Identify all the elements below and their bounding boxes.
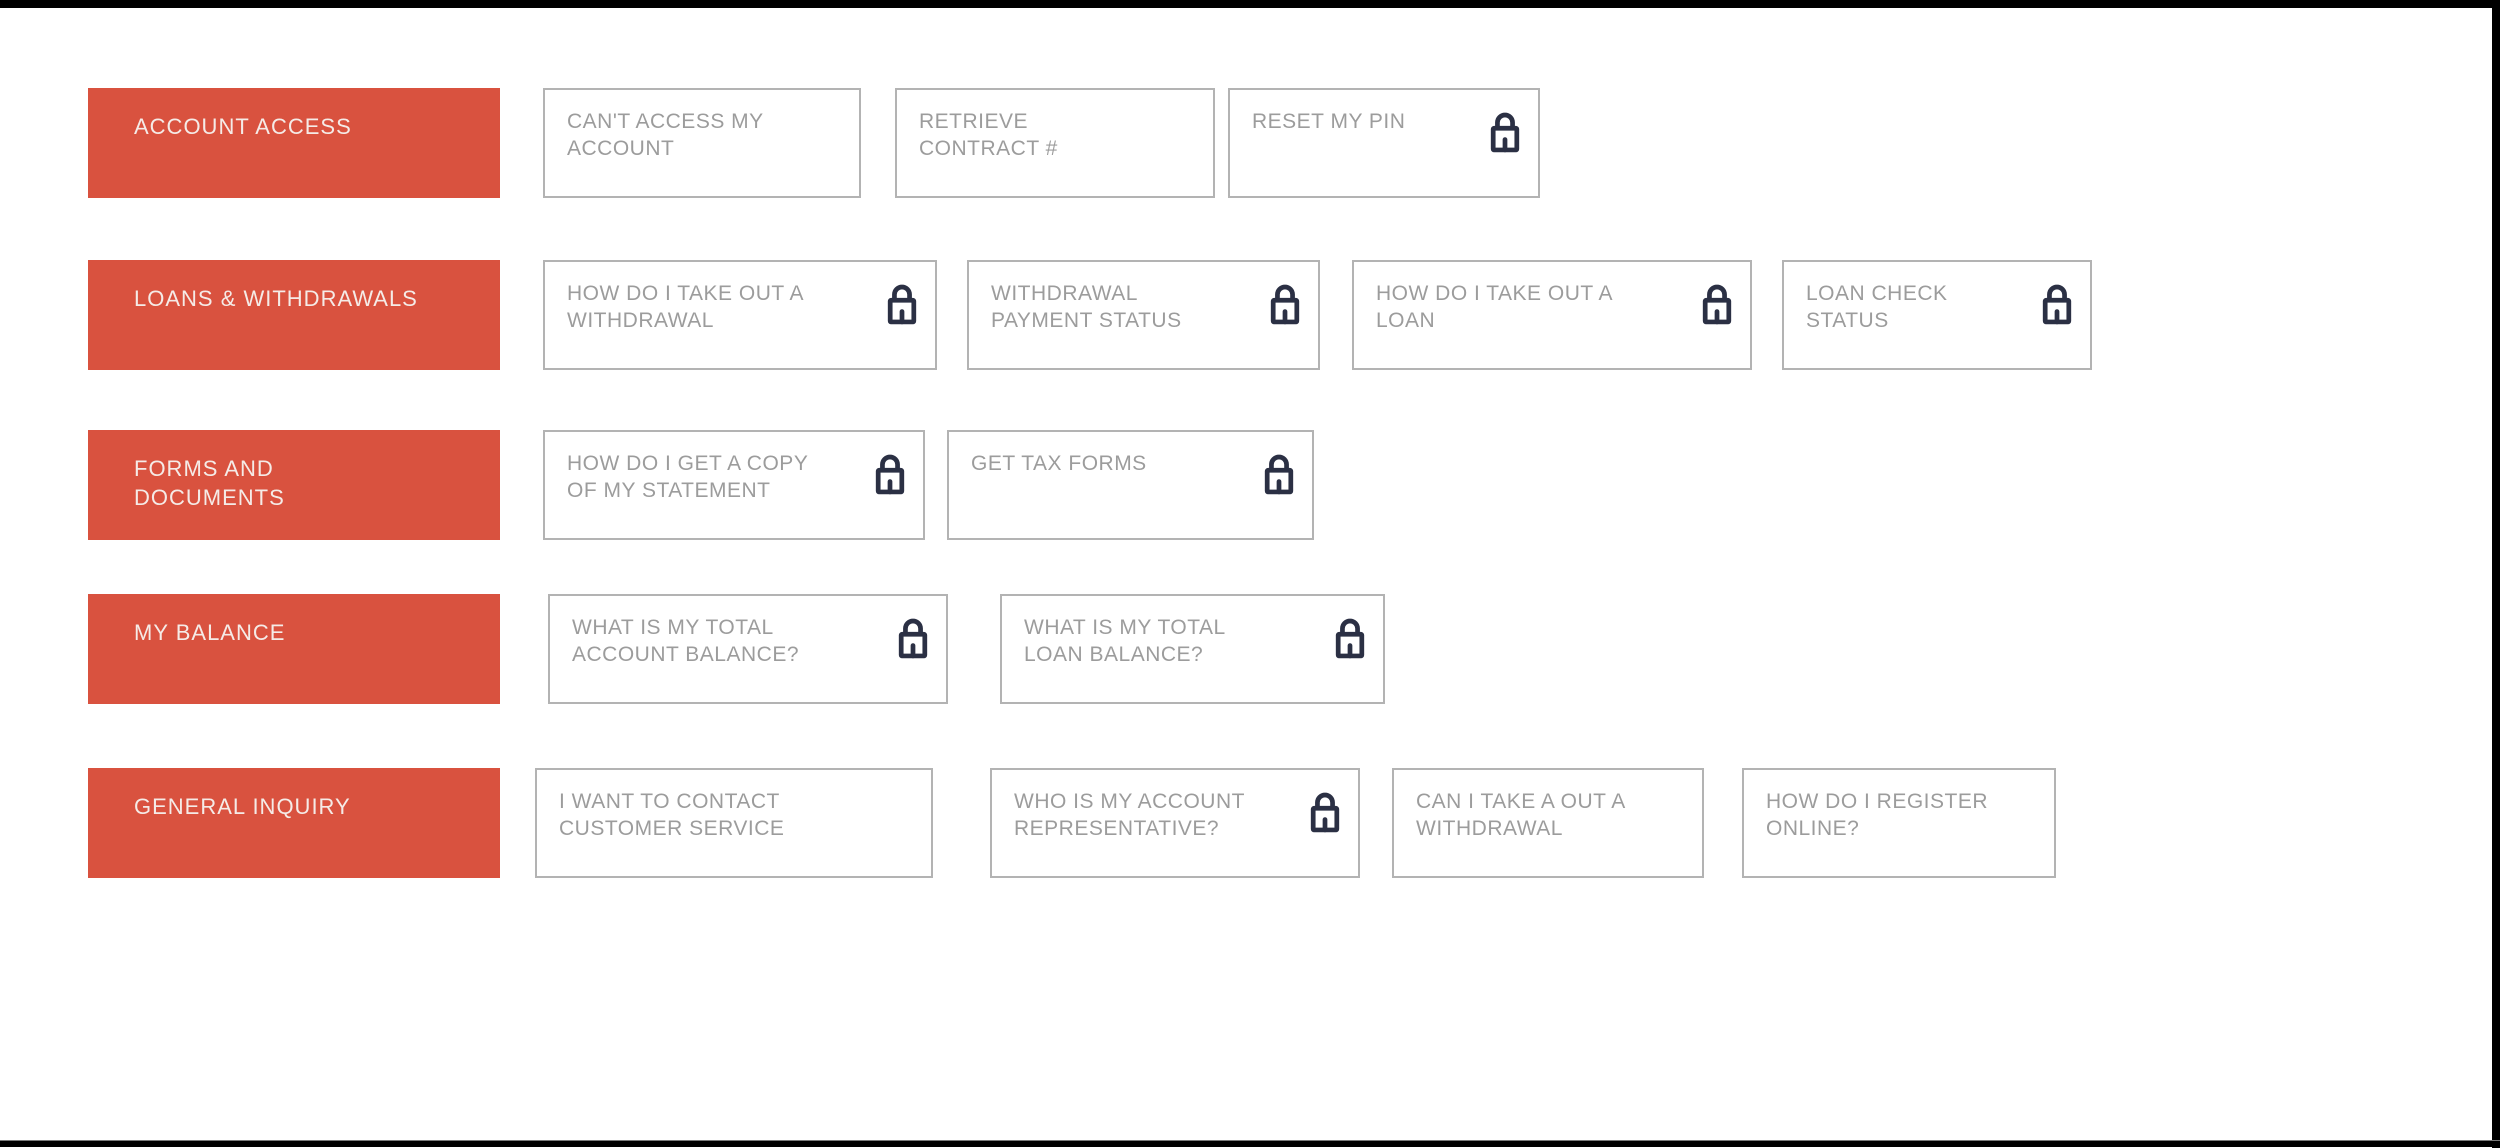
option-label: HOW DO I TAKE OUT A LOAN <box>1376 282 1614 332</box>
lock-icon <box>896 616 930 660</box>
option-label: HOW DO I TAKE OUT A WITHDRAWAL <box>567 282 805 332</box>
option-reset-my-pin[interactable]: RESET MY PIN <box>1228 88 1540 198</box>
option-label: WHAT IS MY TOTAL LOAN BALANCE? <box>1024 616 1226 666</box>
option-how-do-i-take-out-a-withdrawal[interactable]: HOW DO I TAKE OUT A WITHDRAWAL <box>543 260 937 370</box>
option-label: HOW DO I REGISTER ONLINE? <box>1766 790 1989 840</box>
option-what-is-my-total-account-balance[interactable]: WHAT IS MY TOTAL ACCOUNT BALANCE? <box>548 594 948 704</box>
option-label: CAN I TAKE A OUT A WITHDRAWAL <box>1416 790 1626 840</box>
lock-icon <box>1262 452 1296 496</box>
option-i-want-to-contact-customer-service[interactable]: I WANT TO CONTACT CUSTOMER SERVICE <box>535 768 933 878</box>
lock-icon <box>885 282 919 326</box>
option-cant-access-my-account[interactable]: CAN'T ACCESS MY ACCOUNT <box>543 88 861 198</box>
option-label: RETRIEVE CONTRACT # <box>919 110 1058 160</box>
option-loan-check-status[interactable]: LOAN CHECK STATUS <box>1782 260 2092 370</box>
option-label: CAN'T ACCESS MY ACCOUNT <box>567 110 764 160</box>
option-label: RESET MY PIN <box>1252 110 1406 133</box>
option-retrieve-contract-number[interactable]: RETRIEVE CONTRACT # <box>895 88 1215 198</box>
lock-icon <box>1308 790 1342 834</box>
option-label: WITHDRAWAL PAYMENT STATUS <box>991 282 1182 332</box>
option-label: WHAT IS MY TOTAL ACCOUNT BALANCE? <box>572 616 800 666</box>
lock-icon <box>1700 282 1734 326</box>
option-how-do-i-register-online[interactable]: HOW DO I REGISTER ONLINE? <box>1742 768 2056 878</box>
category-loans-and-withdrawals[interactable]: LOANS & WITHDRAWALS <box>88 260 500 370</box>
category-forms-and-documents[interactable]: FORMS AND DOCUMENTS <box>88 430 500 540</box>
bottom-border-line <box>0 1140 2500 1147</box>
lock-icon <box>1333 616 1367 660</box>
option-label: LOAN CHECK STATUS <box>1806 282 1948 332</box>
lock-icon <box>1488 110 1522 154</box>
option-how-do-i-get-a-copy-of-my-statement[interactable]: HOW DO I GET A COPY OF MY STATEMENT <box>543 430 925 540</box>
category-my-balance[interactable]: MY BALANCE <box>88 594 500 704</box>
option-label: HOW DO I GET A COPY OF MY STATEMENT <box>567 452 809 502</box>
option-get-tax-forms[interactable]: GET TAX FORMS <box>947 430 1314 540</box>
category-general-inquiry[interactable]: GENERAL INQUIRY <box>88 768 500 878</box>
option-label: GET TAX FORMS <box>971 452 1147 475</box>
top-border-line <box>0 0 2500 8</box>
option-label: I WANT TO CONTACT CUSTOMER SERVICE <box>559 790 785 840</box>
lock-icon <box>1268 282 1302 326</box>
category-account-access[interactable]: ACCOUNT ACCESS <box>88 88 500 198</box>
right-border-line <box>2492 0 2500 1148</box>
lock-icon <box>2040 282 2074 326</box>
lock-icon <box>873 452 907 496</box>
option-can-i-take-a-out-a-withdrawal[interactable]: CAN I TAKE A OUT A WITHDRAWAL <box>1392 768 1704 878</box>
option-withdrawal-payment-status[interactable]: WITHDRAWAL PAYMENT STATUS <box>967 260 1320 370</box>
option-what-is-my-total-loan-balance[interactable]: WHAT IS MY TOTAL LOAN BALANCE? <box>1000 594 1385 704</box>
option-how-do-i-take-out-a-loan[interactable]: HOW DO I TAKE OUT A LOAN <box>1352 260 1752 370</box>
option-who-is-my-account-representative[interactable]: WHO IS MY ACCOUNT REPRESENTATIVE? <box>990 768 1360 878</box>
option-label: WHO IS MY ACCOUNT REPRESENTATIVE? <box>1014 790 1245 840</box>
